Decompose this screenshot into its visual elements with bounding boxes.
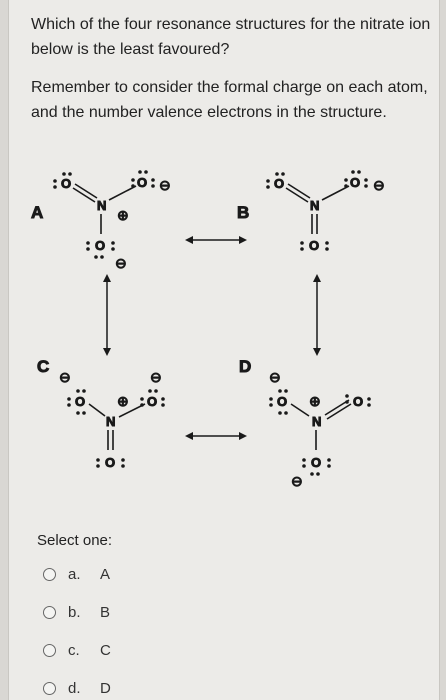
a-oxygen-bottom: O	[95, 238, 105, 253]
option-d[interactable]: d. D	[43, 680, 111, 697]
option-b[interactable]: b. B	[43, 604, 110, 621]
resonance-structures-figure: A O N ⊕ O ⊖ O	[31, 170, 385, 490]
c-oxygen-left: O	[75, 394, 85, 409]
b-oxygen-left: O	[274, 176, 284, 191]
b-minus-charge: ⊖	[373, 177, 385, 193]
question-card: Which of the four resonance structures f…	[8, 0, 440, 700]
structure-b: B O N O ⊖ O	[237, 170, 385, 254]
c-minus-charge-left: ⊖	[59, 369, 71, 385]
a-minus-charge-right: ⊖	[159, 177, 171, 193]
radio-d[interactable]	[43, 682, 56, 695]
d-nitrogen: N	[312, 414, 321, 429]
resonance-arrow-bd	[313, 274, 321, 356]
resonance-arrow-ab	[185, 236, 247, 244]
d-oxygen-right: O	[353, 394, 363, 409]
resonance-arrow-ac	[103, 274, 111, 356]
c-oxygen-bottom: O	[105, 455, 115, 470]
option-b-text: B	[100, 604, 111, 621]
option-c-text: C	[100, 642, 111, 659]
resonance-arrow-cd	[185, 432, 247, 440]
question-prompt: Which of the four resonance structures f…	[31, 16, 431, 58]
d-oxygen-bottom: O	[311, 455, 321, 470]
radio-b[interactable]	[43, 606, 56, 619]
option-d-text: D	[100, 680, 111, 697]
d-plus-charge: ⊕	[309, 393, 321, 409]
b-oxygen-bottom: O	[309, 238, 319, 253]
select-one-label: Select one:	[37, 532, 113, 549]
option-b-letter: b.	[68, 604, 81, 621]
radio-a[interactable]	[43, 568, 56, 581]
c-minus-charge-right: ⊖	[150, 369, 162, 385]
c-oxygen-right: O	[147, 394, 157, 409]
question-text: Which of the four resonance structures f…	[31, 12, 431, 133]
c-nitrogen: N	[106, 414, 115, 429]
a-oxygen-right: O	[137, 175, 147, 190]
option-c-letter: c.	[68, 642, 80, 659]
a-nitrogen: N	[97, 198, 106, 213]
b-nitrogen: N	[310, 198, 319, 213]
question-hint: Remember to consider the formal charge o…	[31, 79, 428, 121]
a-minus-charge-bottom: ⊖	[115, 255, 127, 271]
label-b: B	[237, 203, 249, 222]
a-plus-charge: ⊕	[117, 207, 129, 223]
option-a-letter: a.	[68, 566, 81, 583]
structure-a: A O N ⊕ O ⊖ O	[31, 170, 171, 272]
option-d-letter: d.	[68, 680, 81, 697]
radio-c[interactable]	[43, 644, 56, 657]
d-minus-charge-bottom: ⊖	[291, 473, 303, 489]
structure-d: D ⊖ O N ⊕ O O ⊖	[239, 357, 371, 490]
option-a-text: A	[100, 566, 111, 583]
option-c[interactable]: c. C	[43, 642, 111, 659]
b-oxygen-right: O	[350, 175, 360, 190]
c-plus-charge: ⊕	[117, 393, 129, 409]
d-oxygen-left: O	[277, 394, 287, 409]
option-a[interactable]: a. A	[43, 566, 110, 583]
d-minus-charge-left: ⊖	[269, 369, 281, 385]
label-a: A	[31, 203, 43, 222]
structure-c: C ⊖ O N ⊕ O ⊖ O	[37, 357, 165, 471]
label-c: C	[37, 357, 49, 376]
label-d: D	[239, 357, 251, 376]
a-oxygen-left: O	[61, 176, 71, 191]
